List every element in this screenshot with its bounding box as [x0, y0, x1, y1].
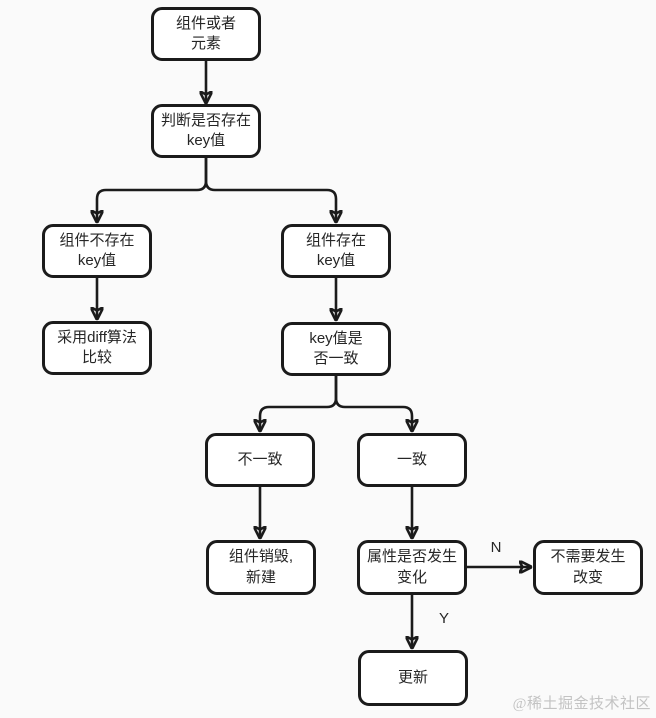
node-has-key: 组件存在 key值 — [281, 224, 391, 278]
node-destroy-recreate: 组件销毁, 新建 — [206, 540, 316, 595]
node-update: 更新 — [358, 650, 468, 706]
edge-label-y: Y — [438, 610, 449, 627]
edge-checkkey-haskey — [204, 156, 336, 224]
juejin-watermark: @稀土掘金技术社区 — [512, 696, 651, 712]
node-attr-changed: 属性是否发生 变化 — [357, 540, 467, 595]
node-key-consistent: key值是 否一致 — [281, 322, 391, 376]
node-check-key-exists: 判断是否存在 key值 — [151, 104, 261, 158]
node-consistent: 一致 — [357, 433, 467, 487]
node-inconsistent: 不一致 — [205, 433, 315, 487]
node-no-change-needed: 不需要发生 改变 — [533, 540, 643, 595]
node-no-key: 组件不存在 key值 — [42, 224, 152, 278]
edge-keyconsistent-inconsistent — [260, 374, 338, 433]
edge-label-n: N — [490, 539, 502, 556]
edge-checkkey-nokey — [97, 156, 208, 224]
node-component-or-element: 组件或者 元素 — [151, 7, 261, 61]
node-diff-compare: 采用diff算法 比较 — [42, 321, 152, 375]
edge-keyconsistent-consistent — [334, 374, 412, 433]
